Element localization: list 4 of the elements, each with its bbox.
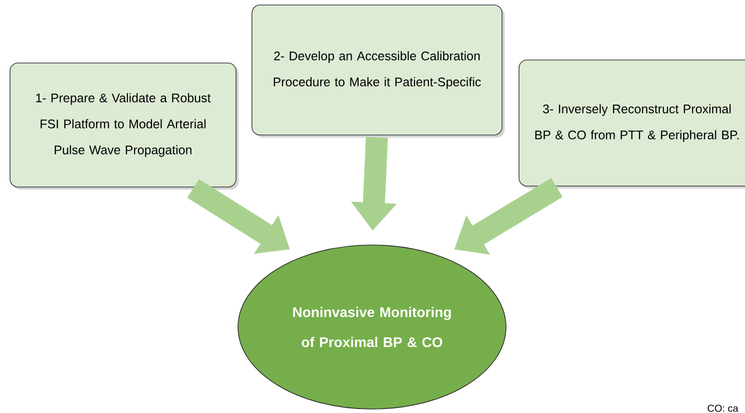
- note-text: CO: ca: [708, 404, 738, 412]
- text-box: 1- Prepare & Validate a Robust FSI Platform to Model Arterial Pulse Wave Propagation: [10, 62, 239, 190]
- text-box: 2- Develop an Accessible Calibration Procedure to Make it Patient-Specific: [252, 4, 505, 138]
- text-box: 3- Inversely Reconstruct Proximal BP & CO from PTT & Peripheral BP.: [518, 60, 745, 189]
